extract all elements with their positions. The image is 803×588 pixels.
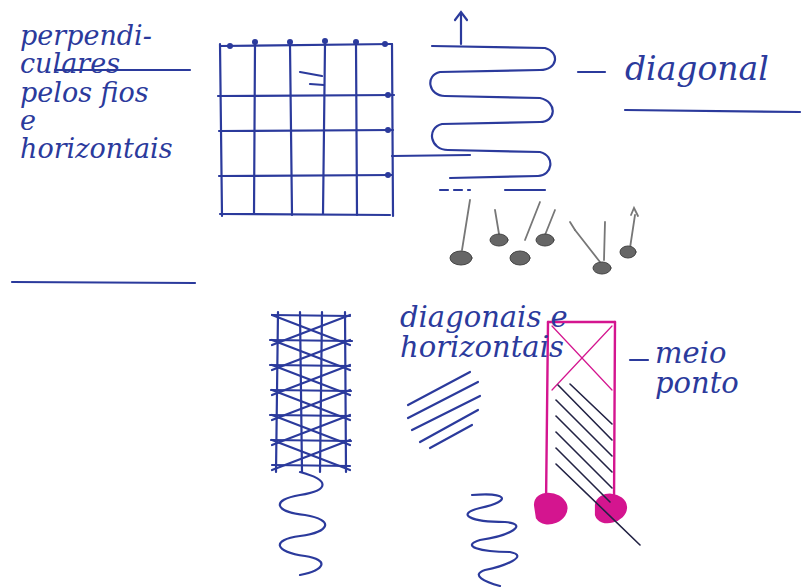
needle-heads — [450, 234, 636, 274]
stitch-note: diagonal — [625, 52, 800, 87]
grid-stitches — [218, 44, 470, 216]
stitch-note: diagonais e horizontais — [400, 302, 615, 363]
stitch-note: perpendi- culares pelos fios e horizonta… — [20, 22, 170, 164]
diagonal-stitches — [408, 372, 517, 586]
crosshatch-stitch — [270, 312, 352, 575]
stitch-note: meio ponto — [655, 338, 800, 399]
needle-sketches — [462, 200, 638, 262]
stitch-dots — [227, 38, 391, 178]
serpentine-stitch — [430, 12, 555, 190]
